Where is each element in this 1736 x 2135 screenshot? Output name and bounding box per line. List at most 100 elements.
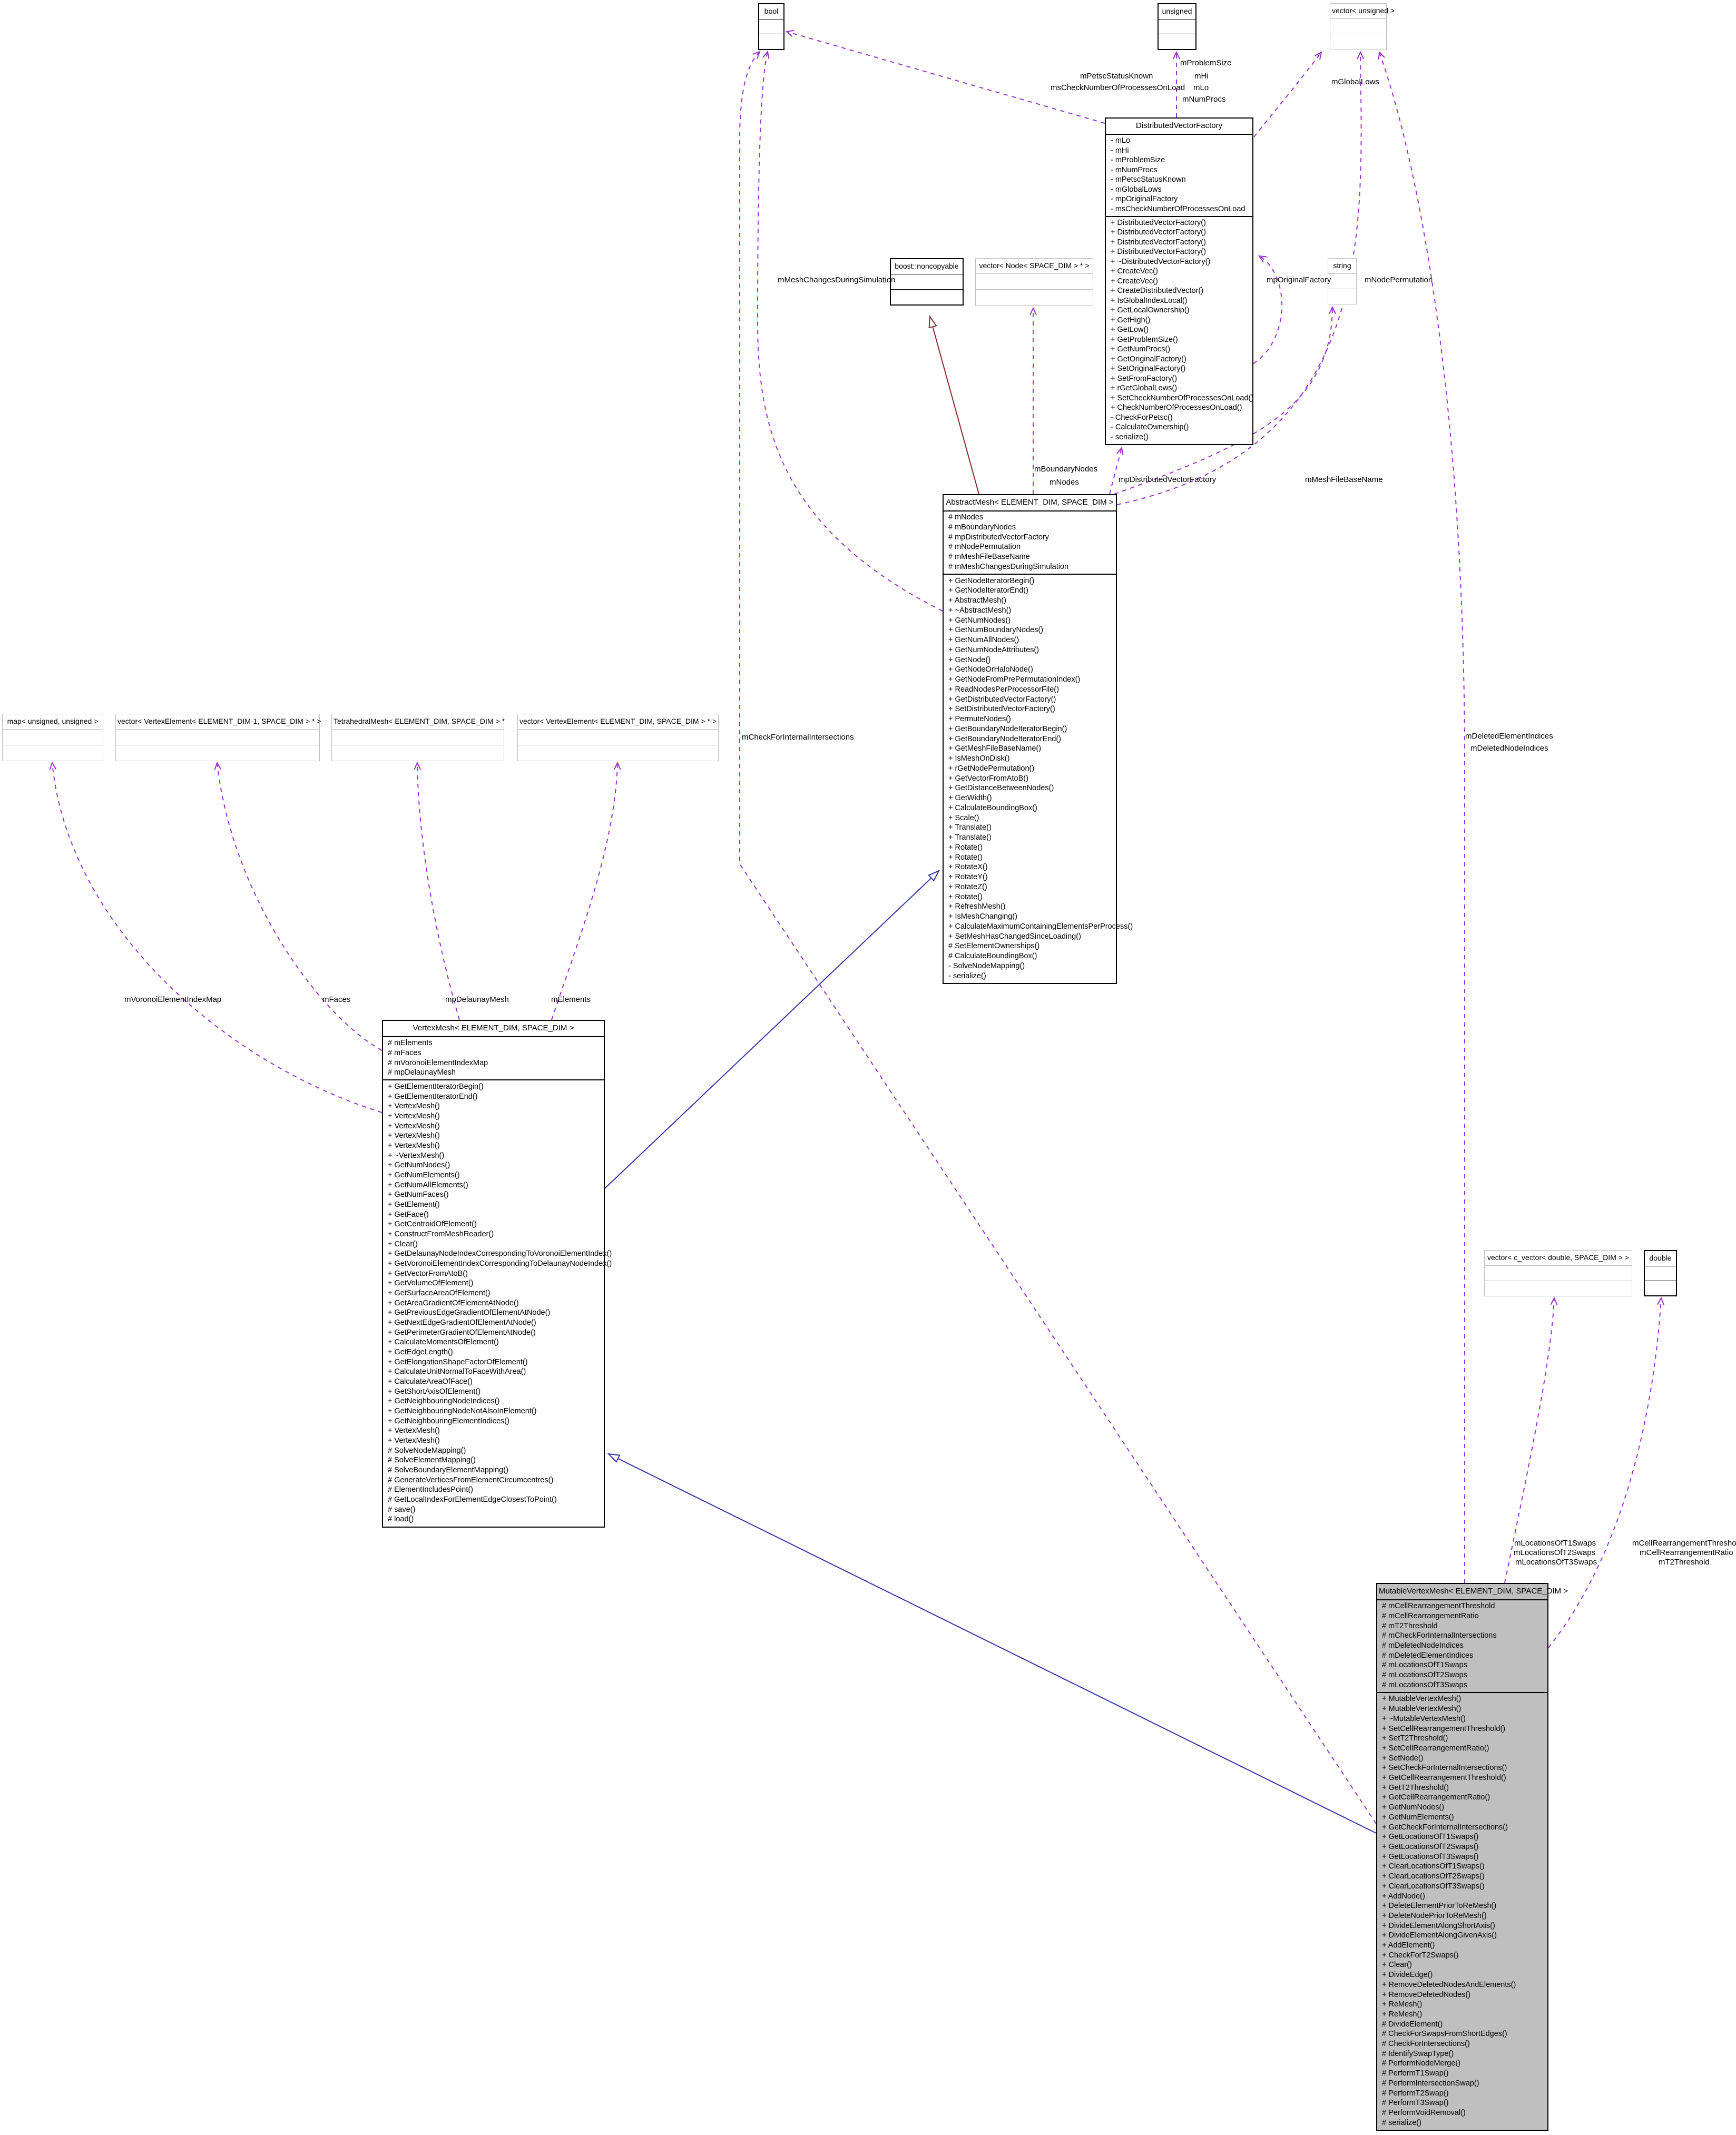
class-method: + SetCheckNumberOfProcessesOnLoad() bbox=[1111, 393, 1254, 402]
class-box-bool[interactable]: bool bbox=[758, 3, 784, 50]
attributes-compartment: # mElements# mFaces# mVoronoiElementInde… bbox=[383, 1037, 604, 1081]
class-attribute: - mpOriginalFactory bbox=[1111, 195, 1178, 204]
edge-label: mCellRearrangementThreshold bbox=[1632, 1539, 1736, 1548]
class-method: # ElementIncludesPoint() bbox=[388, 1485, 473, 1494]
edge-label: mNodePermutation bbox=[1365, 276, 1433, 284]
class-box-double[interactable]: double bbox=[1644, 1250, 1677, 1296]
class-attribute: # mDeletedElementIndices bbox=[1382, 1651, 1474, 1660]
class-attribute: - mHi bbox=[1111, 146, 1129, 155]
class-method: - CheckForPetsc() bbox=[1111, 413, 1173, 422]
class-method: # CalculateBoundingBox() bbox=[948, 952, 1037, 961]
class-method: + GetLocationsOfT1Swaps() bbox=[1382, 1833, 1479, 1842]
class-method: # SetElementOwnerships() bbox=[948, 942, 1040, 951]
class-attribute: # mCellRearrangementThreshold bbox=[1382, 1602, 1495, 1611]
class-box-vector-node[interactable]: vector< Node< SPACE_DIM > * > bbox=[975, 258, 1093, 306]
class-method: + ~MutableVertexMesh() bbox=[1382, 1714, 1466, 1723]
class-method: + GetPerimeterGradientOfElementAtNode() bbox=[388, 1328, 536, 1337]
class-method: + GetCellRearrangementThreshold() bbox=[1382, 1774, 1506, 1783]
class-method: + GetNeighbouringElementIndices() bbox=[388, 1416, 509, 1425]
class-attribute: # mNodes bbox=[948, 513, 984, 522]
class-box-vector-vertexelement-dim-minus-1[interactable]: vector< VertexElement< ELEMENT_DIM-1, SP… bbox=[115, 714, 321, 761]
class-box-vector-unsigned[interactable]: vector< unsigned > bbox=[1330, 3, 1395, 50]
edge-mGlobalLows bbox=[1253, 51, 1322, 137]
class-title: MutableVertexMesh< ELEMENT_DIM, SPACE_DI… bbox=[1377, 1584, 1568, 1600]
class-attribute: # mDeletedNodeIndices bbox=[1382, 1641, 1464, 1650]
class-method: + DeleteElementPriorToReMesh() bbox=[1382, 1902, 1497, 1911]
class-method: + GetDelaunayNodeIndexCorrespondingToVor… bbox=[388, 1249, 612, 1258]
class-method: + GetLocalOwnership() bbox=[1111, 306, 1190, 315]
class-method: # PerformNodeMerge() bbox=[1382, 2059, 1461, 2068]
edge-mDeletedElementIndices-mDeletedNodeIndices bbox=[1378, 51, 1465, 1583]
class-box-boost-noncopyable[interactable]: boost::noncopyable bbox=[890, 258, 964, 306]
class-method: + Rotate() bbox=[948, 853, 983, 862]
class-method: + ClearLocationsOfT3Swaps() bbox=[1382, 1882, 1485, 1891]
class-method: # GenerateVerticesFromElementCircumcentr… bbox=[388, 1475, 554, 1484]
methods-compartment: + MutableVertexMesh()+ MutableVertexMesh… bbox=[1377, 1693, 1547, 2130]
class-method: + GetBoundaryNodeIteratorBegin() bbox=[948, 724, 1067, 733]
edge-label: mBoundaryNodes bbox=[1034, 465, 1098, 474]
edge-label: mNumProcs bbox=[1182, 95, 1226, 104]
class-method: + DistributedVectorFactory() bbox=[1111, 248, 1206, 257]
class-box-distributed-vector-factory[interactable]: DistributedVectorFactory- mLo- mHi- mPro… bbox=[1105, 117, 1253, 445]
class-box-unsigned[interactable]: unsigned bbox=[1158, 3, 1196, 50]
class-method: + GetLocationsOfT3Swaps() bbox=[1382, 1852, 1479, 1861]
class-method: + GetOriginalFactory() bbox=[1111, 355, 1186, 363]
edge-label: mLo bbox=[1193, 83, 1209, 92]
class-attribute: # mBoundaryNodes bbox=[948, 523, 1016, 532]
class-box-vertex-mesh[interactable]: VertexMesh< ELEMENT_DIM, SPACE_DIM ># mE… bbox=[382, 1020, 612, 1528]
class-method: # save() bbox=[388, 1505, 416, 1514]
edge-label: mpOriginalFactory bbox=[1267, 276, 1331, 284]
empty-compartment bbox=[976, 274, 1093, 289]
class-method: + DivideElementAlongGivenAxis() bbox=[1382, 1931, 1497, 1940]
class-method: # load() bbox=[388, 1515, 414, 1524]
class-method: + GetNumFaces() bbox=[388, 1191, 449, 1199]
class-method: + Translate() bbox=[948, 823, 992, 832]
class-method: # IdentifySwapType() bbox=[1382, 2049, 1454, 2058]
class-box-mutable-vertex-mesh[interactable]: MutableVertexMesh< ELEMENT_DIM, SPACE_DI… bbox=[1376, 1583, 1568, 2131]
empty-compartment bbox=[332, 744, 504, 761]
class-attribute: - mProblemSize bbox=[1111, 156, 1165, 165]
class-method: + GetFace() bbox=[388, 1210, 429, 1219]
class-method: + GetNextEdgeGradientOfElementAtNode() bbox=[388, 1318, 536, 1327]
class-method: + GetElementIteratorEnd() bbox=[388, 1092, 478, 1101]
class-method: + IsMeshChanging() bbox=[948, 912, 1017, 921]
class-box-vector-vertexelement[interactable]: vector< VertexElement< ELEMENT_DIM, SPAC… bbox=[517, 714, 719, 761]
edge-label: mT2Threshold bbox=[1659, 1558, 1710, 1567]
class-method: + ClearLocationsOfT1Swaps() bbox=[1382, 1862, 1485, 1871]
class-attribute: - mNumProcs bbox=[1111, 165, 1158, 174]
class-box-string[interactable]: string bbox=[1328, 258, 1357, 304]
class-method: + CreateVec() bbox=[1111, 277, 1158, 286]
edge-mPetscStatusKnown-msCheckNumberOfProcessesOnLoad bbox=[785, 29, 1105, 124]
edge-label: mElements bbox=[551, 995, 591, 1004]
class-method: # PerformT1Swap() bbox=[1382, 2069, 1449, 2078]
class-method: + Clear() bbox=[1382, 1961, 1412, 1970]
class-method: + ReMesh() bbox=[1382, 2000, 1423, 2009]
edge-label: mPetscStatusKnown bbox=[1080, 72, 1153, 81]
class-method: + GetEdgeLength() bbox=[388, 1347, 453, 1356]
empty-compartment bbox=[3, 744, 103, 761]
class-box-map-unsigned-unsigned[interactable]: map< unsigned, unsigned > bbox=[2, 714, 103, 761]
attributes-compartment: - mLo- mHi- mProblemSize- mNumProcs- mPe… bbox=[1106, 135, 1252, 217]
class-box-vector-cvector-double[interactable]: vector< c_vector< double, SPACE_DIM > > bbox=[1484, 1250, 1632, 1296]
empty-compartment bbox=[1485, 1266, 1632, 1281]
class-method: + Rotate() bbox=[948, 892, 983, 901]
class-method: + GetLow() bbox=[1111, 326, 1149, 334]
class-method: + GetPreviousEdgeGradientOfElementAtNode… bbox=[388, 1308, 551, 1317]
class-method: + GetNumElements() bbox=[388, 1170, 460, 1179]
class-method: + IsMeshOnDisk() bbox=[948, 754, 1010, 763]
class-attribute: # mElements bbox=[388, 1039, 433, 1048]
class-box-abstract-mesh[interactable]: AbstractMesh< ELEMENT_DIM, SPACE_DIM ># … bbox=[943, 494, 1133, 984]
class-method: + GetHigh() bbox=[1111, 316, 1151, 324]
class-box-tetrahedral-mesh[interactable]: TetrahedralMesh< ELEMENT_DIM, SPACE_DIM … bbox=[331, 714, 505, 761]
class-method: + MutableVertexMesh() bbox=[1382, 1695, 1462, 1704]
class-method: + GetBoundaryNodeIteratorEnd() bbox=[948, 734, 1061, 743]
class-method: + PermuteNodes() bbox=[948, 715, 1011, 724]
edge-mLocationsOfT1T2T3Swaps bbox=[1504, 1296, 1558, 1583]
empty-compartment bbox=[1159, 34, 1195, 49]
class-method: + ClearLocationsOfT2Swaps() bbox=[1382, 1872, 1485, 1881]
class-method: + SetCellRearrangementRatio() bbox=[1382, 1744, 1489, 1753]
class-method: + GetLocationsOfT2Swaps() bbox=[1382, 1843, 1479, 1851]
empty-compartment bbox=[332, 730, 504, 745]
class-method: + GetNodeFromPrePermutationIndex() bbox=[948, 675, 1081, 684]
class-title: vector< VertexElement< ELEMENT_DIM-1, SP… bbox=[116, 714, 321, 730]
